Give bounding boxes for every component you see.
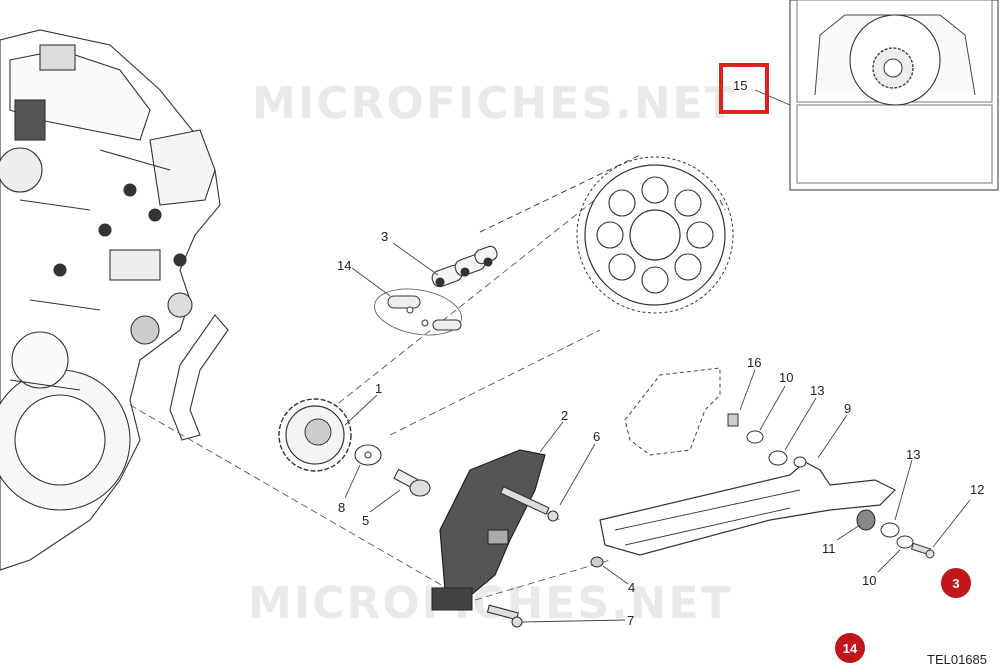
engine-illustration [0,29,221,571]
washer-10-lower [896,535,914,549]
sprocket-cover [439,449,546,601]
badge-3-label: 3 [952,576,959,591]
callout-1: 1 [375,381,382,396]
callout-10-upper: 10 [779,370,793,385]
callout-2: 2 [561,408,568,423]
callout-13-upper: 13 [810,383,824,398]
callout-10-lower: 10 [862,573,876,588]
bolt-6 [499,485,559,522]
badge-14[interactable]: 14 [835,633,865,663]
callout-4: 4 [628,580,635,595]
bolt-7 [486,604,523,628]
callout-8: 8 [338,500,345,515]
callout-11: 11 [822,541,836,556]
bushing-11 [856,509,876,531]
callout-9: 9 [844,401,851,416]
callout-14: 14 [337,258,351,273]
gasket-outline [169,314,229,441]
bolt-5 [393,468,431,497]
badge-3[interactable]: 3 [941,568,971,598]
callout-6: 6 [593,429,600,444]
callout-16: 16 [747,355,761,370]
rear-sprocket [576,156,734,314]
front-sprocket [278,398,352,472]
callout-13-lower: 13 [906,447,920,462]
chain-path [479,154,726,233]
diagram-reference: TEL01685 [927,652,987,667]
watermark-bottom: MICROFICHES.NET [248,578,733,629]
highlight-box-15 [719,63,769,114]
badge-14-label: 14 [843,641,858,656]
watermark-top: MICROFICHES.NET [252,78,737,129]
washer-13-upper [768,450,788,466]
spacer-4 [590,556,604,568]
washer-13-lower [880,522,900,538]
master-link-kit [374,288,462,336]
callout-12: 12 [970,482,984,497]
callout-15: 15 [733,78,747,93]
callout-leaders [344,242,971,623]
chain-guard-outline [624,367,721,456]
callout-5: 5 [362,513,369,528]
washer-10-upper [746,430,764,444]
inset-detail [789,0,999,191]
clip-16 [727,413,739,427]
bolt-12 [910,542,935,559]
callout-7: 7 [627,613,634,628]
callout-3: 3 [381,229,388,244]
chain-link [431,245,498,288]
